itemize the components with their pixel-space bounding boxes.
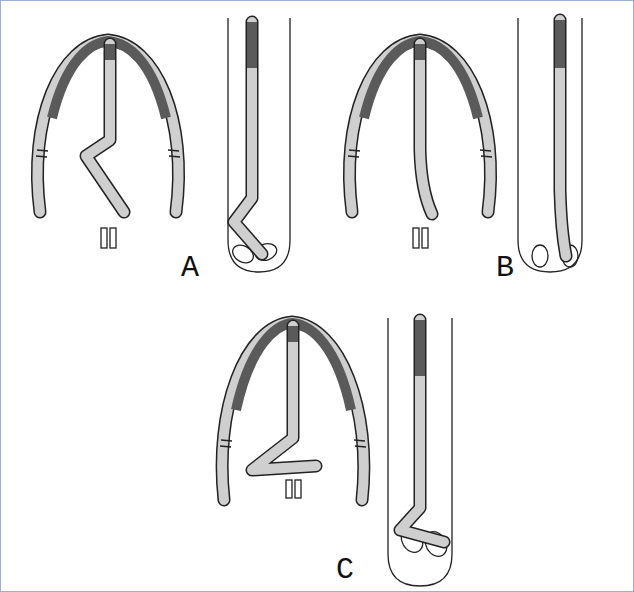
panel-letter: A bbox=[181, 253, 199, 283]
panel-letter: B bbox=[496, 253, 514, 283]
panel-letter: C bbox=[336, 555, 354, 585]
